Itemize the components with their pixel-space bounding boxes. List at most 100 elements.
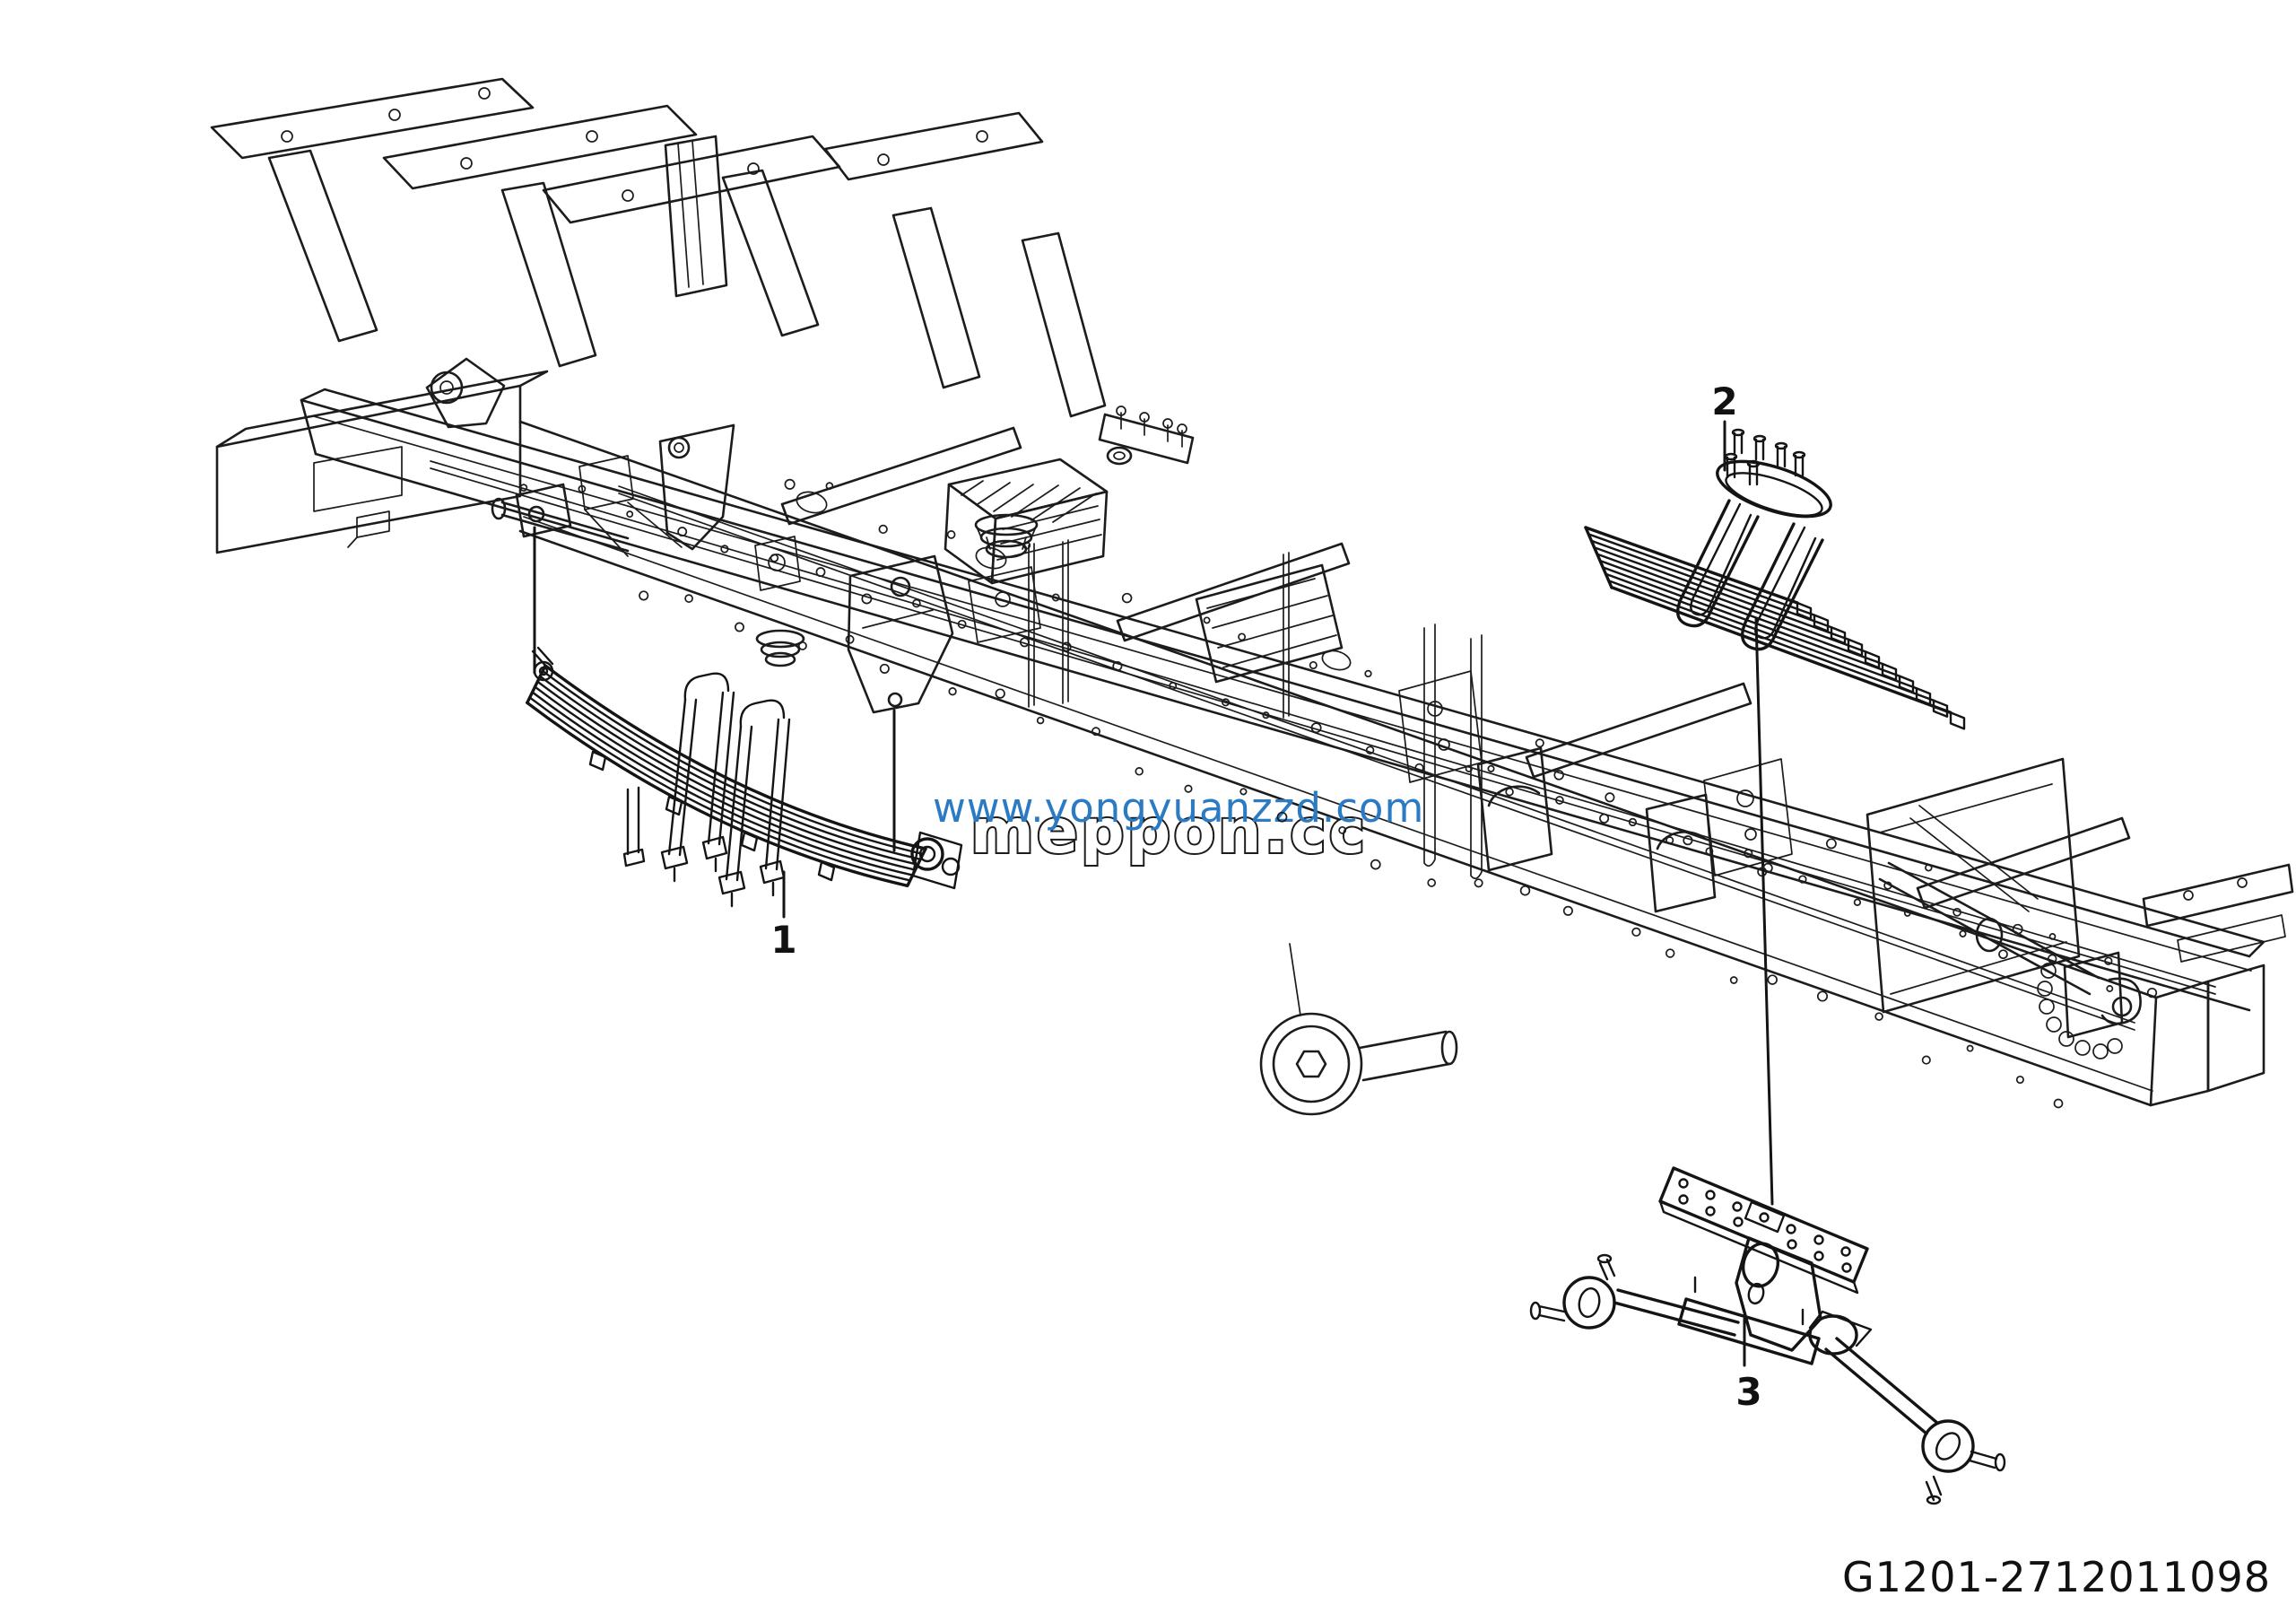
bolt-dot: [1519, 885, 1531, 896]
bolt-dot: [1665, 948, 1675, 958]
front-spring-hanger: [491, 423, 801, 591]
bolt-dot: [1825, 838, 1837, 850]
bolt-dot: [2104, 956, 2113, 965]
bolt-dot: [1427, 878, 1437, 887]
leaf: [1590, 539, 1833, 629]
chassis-frame-drawing: [210, 77, 2294, 1116]
bolt-dot: [1238, 632, 1247, 641]
bolt-dot: [1535, 738, 1544, 748]
bolt-dot: [1036, 716, 1045, 725]
bolt-dot: [519, 484, 528, 492]
bolt-dot: [1051, 593, 1060, 602]
leader-part2-to-mount: [1754, 617, 1774, 1206]
bolt-dot: [784, 478, 796, 490]
bolt-dot: [2015, 1075, 2024, 1085]
bolt-dot: [948, 687, 957, 696]
bolt-dot: [1121, 592, 1133, 604]
trunnion-top-plate: [1658, 1166, 1869, 1295]
bolt-dot: [1310, 722, 1322, 734]
bolt-dot: [1959, 929, 1967, 937]
leaf: [534, 685, 917, 871]
bolt-dot: [1605, 792, 1615, 803]
leaf-end: [1949, 711, 1966, 730]
leaf: [1605, 572, 1918, 690]
bolt-dot: [1729, 976, 1738, 984]
bolt-dot: [1184, 784, 1193, 793]
bolt-dot: [1925, 863, 1933, 872]
leaf: [541, 669, 925, 856]
bolt-dot: [1414, 763, 1424, 773]
u-strap: [1676, 499, 1760, 628]
bolt-dot: [1262, 711, 1270, 719]
bolt-dot: [2047, 954, 2057, 964]
bolt-dot: [1169, 682, 1178, 690]
torque-rod: [1529, 1253, 1740, 1337]
leaf: [526, 701, 909, 887]
bolt-dot: [1683, 835, 1693, 846]
bolt-dot: [1903, 910, 1911, 917]
bolt-dot: [1998, 949, 2008, 960]
leaf: [1610, 585, 1952, 715]
bolt-dot: [1665, 836, 1674, 845]
bolt-dot: [2053, 1098, 2064, 1109]
torque-rod: [1824, 1337, 2006, 1505]
bolt-dot: [825, 482, 834, 490]
bolt-dot: [1487, 764, 1495, 772]
rear-spring-hanger: [847, 554, 1041, 714]
bolt-dot: [1762, 862, 1773, 874]
bolt-dot: [1767, 974, 1778, 985]
leaf: [528, 696, 911, 882]
bolt-dot: [1952, 907, 1961, 917]
bolt-dot: [1135, 767, 1144, 776]
bolt-dot: [946, 530, 956, 539]
bolt-dot: [1853, 898, 1862, 906]
bolt-dot: [1474, 878, 1483, 888]
bolt-dot: [1309, 660, 1318, 670]
leaf: [1584, 526, 1799, 605]
mid-frame-equipment: [755, 406, 1793, 1116]
part-label-3: 3: [1735, 1370, 1761, 1414]
bolt-dot: [797, 641, 807, 650]
bolt-dot: [912, 598, 921, 608]
bolt-dot: [1112, 660, 1123, 672]
saddle-studs: [1724, 428, 1806, 486]
watermarks: meppon.cc www.yongyuanzzd.com: [933, 784, 1423, 869]
bolt-dot: [861, 593, 873, 605]
spare-winch-drum: [1259, 943, 1458, 1116]
bolt-dot: [720, 545, 729, 554]
bolt-dot: [1364, 669, 1372, 678]
bolt-dot: [626, 510, 634, 519]
part-1-front-leaf-spring: [526, 646, 963, 908]
leaf: [1598, 559, 1884, 666]
bolt-dot: [1091, 727, 1100, 737]
leaf: [544, 664, 927, 850]
front-crossmember: [215, 370, 549, 554]
bolt-dot: [639, 590, 649, 601]
bolt-dot: [735, 622, 744, 632]
bolt-dot: [1019, 637, 1030, 648]
leaf-stack: [526, 664, 927, 887]
part-label-1: 1: [770, 918, 796, 962]
bolt-dot: [1276, 811, 1288, 823]
trunnion-bracket: [1677, 1236, 1873, 1365]
bolt-dot: [1599, 813, 1610, 824]
bolt-dot: [1921, 1055, 1931, 1065]
bolt-dot: [845, 634, 855, 644]
bump-stop: [755, 629, 805, 667]
bolt-dot: [1061, 641, 1072, 652]
bolt-dot: [1883, 881, 1892, 890]
bolt-dot: [1798, 875, 1807, 884]
plate-holes: [1678, 1178, 1852, 1273]
crossmembers: [780, 426, 2131, 910]
u-bolt: [660, 672, 735, 883]
part-2-rear-leaf-spring: [1584, 428, 1966, 730]
bolt-dot: [677, 527, 688, 537]
bolt-dot: [2048, 933, 2057, 940]
bolt-dot: [1338, 825, 1347, 834]
stack-left-edge: [1584, 526, 1613, 589]
leaf: [1602, 566, 1901, 677]
watermark-brand-text: meppon.cc: [970, 797, 1368, 868]
bolt-dot: [1562, 905, 1573, 916]
